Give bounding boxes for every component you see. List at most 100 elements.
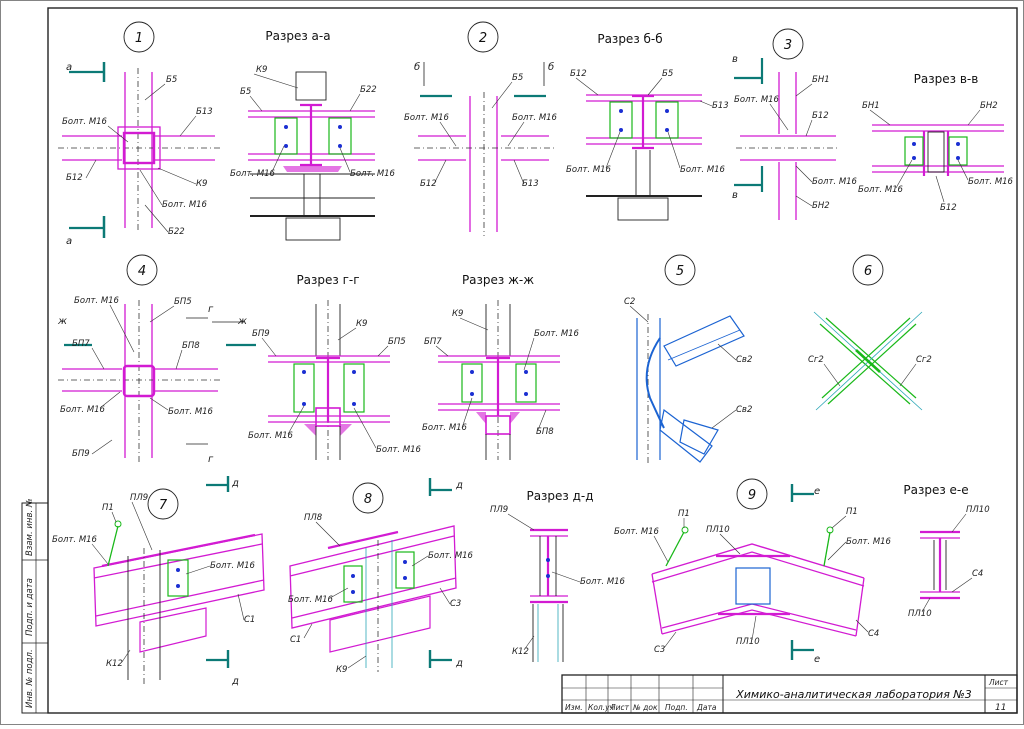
- node-8-label-pl8: ПЛ8: [304, 513, 323, 523]
- node-9-label-s4: С4: [868, 629, 879, 639]
- node-9-label-pl10-bottom: ПЛ10: [736, 637, 760, 647]
- section-bb-label-b5: Б5: [662, 69, 673, 79]
- section-dd-detail: Разрез д-д ПЛ9 Болт. М16 К12: [490, 489, 626, 662]
- node-1-label-bolt-2: Болт. М16: [162, 200, 208, 210]
- node-3-label-b12: Б12: [812, 111, 829, 121]
- section-aa-detail: Разрез а-а К9 Б5 Б22 Болт. М16 Болт. М16: [230, 29, 396, 241]
- section-vv-label-bn1: БН1: [862, 101, 880, 111]
- section-vv-label-bn2: БН2: [980, 101, 998, 111]
- node-2-label-bolt-right: Болт. М16: [512, 113, 558, 123]
- node-3-label-bn2: БН2: [812, 201, 830, 211]
- node-1-label-k9: К9: [196, 179, 207, 189]
- node-1-detail: 1 а а Б5 Б13 Болт. М16 Б12 К9 Болт. М16 …: [58, 21, 220, 247]
- section-zhzh-label-bp7: БП7: [424, 337, 442, 347]
- stamp-sheet-label: Лист: [988, 678, 1009, 687]
- stamp-col-izm: Изм.: [565, 703, 583, 712]
- node-2-mark-b-right: б: [548, 61, 554, 73]
- side-field-1: Взам. инв. №: [25, 498, 35, 556]
- node-9-number: 9: [748, 488, 756, 503]
- title-stamp: Изм. Кол.уч Лист № док Подп. Дата Химико…: [561, 674, 1018, 714]
- section-vv-label-bolt-left: Болт. М16: [858, 185, 904, 195]
- section-ee-title: Разрез е-е: [903, 483, 968, 497]
- node-8-label-s1: С1: [290, 635, 301, 645]
- node-3-label-bolt-bottom: Болт. М16: [812, 177, 858, 187]
- node-1-label-b13: Б13: [196, 107, 213, 117]
- stamp-col-list: Лист: [609, 703, 630, 712]
- node-2-label-bolt-left: Болт. М16: [404, 113, 450, 123]
- inner-frame: [47, 7, 1018, 714]
- node-7-label-pl9: ПЛ9: [130, 493, 148, 503]
- section-zhzh-label-bolt-left: Болт. М16: [422, 423, 468, 433]
- section-dd-label-k12: К12: [512, 647, 529, 657]
- node-6-label-sg2-left: Сг2: [808, 355, 824, 365]
- section-vv-detail: Разрез в-в БН1 БН2 Болт. М16 Болт. М16 Б…: [858, 72, 1014, 213]
- node-4-detail: 4 ж ж г г Болт. М16 БП5 БП7 БП8 Болт. М1…: [57, 254, 256, 465]
- stamp-title: Химико-аналитическая лаборатория №3: [735, 688, 972, 701]
- node-7-label-s1: С1: [244, 615, 255, 625]
- section-gg-title: Разрез г-г: [296, 273, 359, 287]
- section-zhzh-label-k9: К9: [452, 309, 463, 319]
- node-4-number: 4: [138, 264, 146, 279]
- node-3-label-bn1: БН1: [812, 75, 830, 85]
- node-9-mark-e-bottom: е: [814, 654, 820, 665]
- section-gg-label-k9: К9: [356, 319, 367, 329]
- section-gg-label-bolt-right: Болт. М16: [376, 445, 422, 455]
- section-gg-label-bp9: БП9: [252, 329, 270, 339]
- node-4-label-bp5: БП5: [174, 297, 192, 307]
- section-dd-label-pl9: ПЛ9: [490, 505, 508, 515]
- node-7-label-bolt-right: Болт. М16: [210, 561, 256, 571]
- section-bb-title: Разрез б-б: [597, 32, 662, 46]
- section-dd-title: Разрез д-д: [526, 489, 593, 503]
- node-4-label-bp7: БП7: [72, 339, 90, 349]
- section-ee-label-pl10-top: ПЛ10: [966, 505, 990, 515]
- node-3-number: 3: [784, 38, 792, 53]
- node-6-label-sg2-right: Сг2: [916, 355, 932, 365]
- node-8-label-k9: К9: [336, 665, 347, 675]
- section-dd-label-bolt: Болт. М16: [580, 577, 626, 587]
- side-field-3: Инв. № подл.: [25, 649, 35, 708]
- stamp-sheet-number: 11: [995, 703, 1006, 713]
- node-5-label-sv2-bottom: Св2: [736, 405, 752, 415]
- node-7-detail: 7 д д П1 ПЛ9 Болт. М16 Болт. М16 С1 К12: [52, 476, 265, 687]
- section-ee-label-s4: С4: [972, 569, 983, 579]
- section-gg-detail: Разрез г-г К9 БП9 БП5 Болт. М16 Болт. М1…: [248, 273, 422, 460]
- section-aa-label-b5: Б5: [240, 87, 251, 97]
- section-vv-label-b12: Б12: [940, 203, 957, 213]
- node-3-label-bolt-top: Болт. М16: [734, 95, 780, 105]
- node-1-label-bolt: Болт. М16: [62, 117, 108, 127]
- node-8-label-bolt-right: Болт. М16: [428, 551, 474, 561]
- node-8-number: 8: [364, 492, 372, 507]
- node-1-mark-a-top: а: [66, 62, 72, 73]
- section-zhzh-detail: Разрез ж-ж К9 БП7 Болт. М16 Болт. М16 БП…: [422, 273, 580, 460]
- node-4-label-bolt-left: Болт. М16: [60, 405, 106, 415]
- node-1-label-b5: Б5: [166, 75, 177, 85]
- section-aa-title: Разрез а-а: [265, 29, 330, 43]
- side-field-2: Подп. и дата: [25, 578, 35, 636]
- node-4-mark-zh-right: ж: [237, 316, 247, 327]
- section-bb-label-bolt-left: Болт. М16: [566, 165, 612, 175]
- section-aa-label-bolt-left: Болт. М16: [230, 169, 276, 179]
- section-aa-label-k9: К9: [256, 65, 267, 75]
- section-aa-label-b22: Б22: [360, 85, 377, 95]
- node-7-label-k12: К12: [106, 659, 123, 669]
- node-8-detail: 8 д д ПЛ8 Болт. М16 Болт. М16 С3 С1 К9: [288, 478, 474, 675]
- node-4-mark-zh-left: ж: [57, 316, 67, 327]
- node-7-mark-d-bottom: д: [231, 676, 239, 687]
- section-gg-label-bolt-left: Болт. М16: [248, 431, 294, 441]
- section-ee-detail: Разрез е-е ПЛ10 С4 ПЛ10: [903, 483, 989, 619]
- section-ee-label-pl10-bottom: ПЛ10: [908, 609, 932, 619]
- stamp-col-data: Дата: [696, 703, 717, 712]
- section-zhzh-label-bp8: БП8: [536, 427, 554, 437]
- node-5-detail: 5 С2 Св2 Св2: [624, 254, 752, 464]
- node-9-label-p1-right: П1: [846, 507, 858, 517]
- node-2-detail: 2 б б Б5 Болт. М16 Болт. М16 Б12 Б13: [404, 21, 558, 236]
- node-9-label-bolt-left: Болт. М16: [614, 527, 660, 537]
- section-gg-label-bp5: БП5: [388, 337, 406, 347]
- node-4-label-bolt-top: Болт. М16: [74, 296, 120, 306]
- node-1-label-b22: Б22: [168, 227, 185, 237]
- stamp-col-koluch: Кол.уч: [588, 703, 615, 712]
- side-strip: Взам. инв. № Подп. и дата Инв. № подл.: [21, 498, 49, 714]
- section-bb-label-bolt-right: Болт. М16: [680, 165, 726, 175]
- node-9-label-p1-left: П1: [678, 509, 690, 519]
